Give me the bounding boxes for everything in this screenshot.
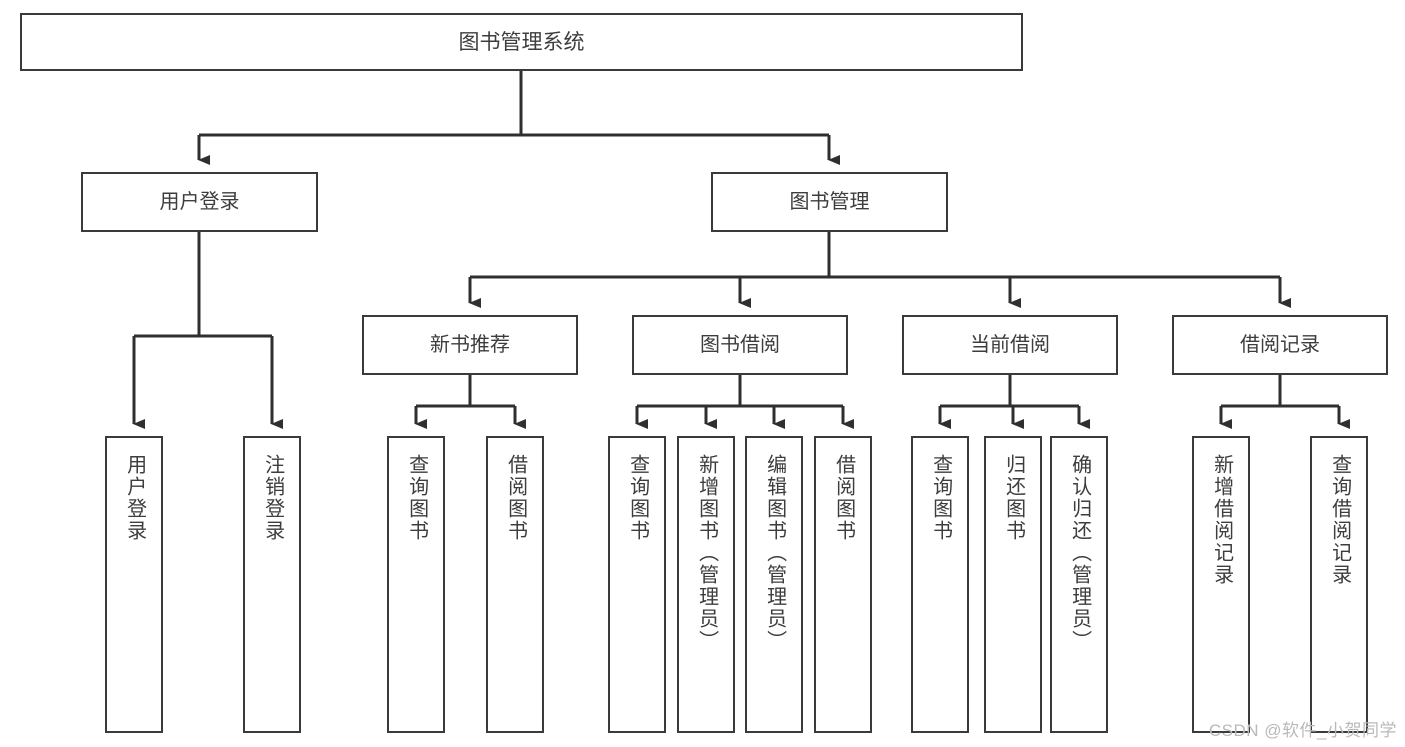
- leaf-query-borrow-record-label: 查询借阅记录: [1328, 454, 1351, 586]
- node-root-label: 图书管理系统: [458, 30, 585, 54]
- node-book-management[interactable]: 图书管理: [711, 172, 948, 232]
- leaf-query-book-3-label: 查询图书: [929, 454, 952, 542]
- node-new-book-recommend-label: 新书推荐: [430, 334, 510, 356]
- leaf-confirm-return-label: 确认归还（管理员）: [1068, 454, 1091, 652]
- node-book-borrow-label: 图书借阅: [700, 334, 780, 356]
- node-current-borrow-label: 当前借阅: [970, 334, 1050, 356]
- leaf-add-book[interactable]: 新增图书（管理员）: [677, 436, 735, 733]
- node-book-management-label: 图书管理: [789, 191, 870, 213]
- node-root[interactable]: 图书管理系统: [20, 13, 1023, 71]
- node-user-login[interactable]: 用户登录: [81, 172, 318, 232]
- leaf-edit-book-label: 编辑图书（管理员）: [763, 454, 786, 652]
- leaf-query-borrow-record[interactable]: 查询借阅记录: [1310, 436, 1368, 733]
- leaf-return-book-label: 归还图书: [1002, 454, 1025, 542]
- leaf-query-book-2-label: 查询图书: [626, 454, 649, 542]
- leaf-add-borrow-record-label: 新增借阅记录: [1210, 454, 1233, 586]
- node-borrow-records[interactable]: 借阅记录: [1172, 315, 1388, 375]
- node-user-login-label: 用户登录: [159, 191, 240, 213]
- node-borrow-records-label: 借阅记录: [1240, 334, 1320, 356]
- leaf-query-book-1-label: 查询图书: [405, 454, 428, 542]
- leaf-user-logout[interactable]: 注销登录: [243, 436, 301, 733]
- leaf-edit-book[interactable]: 编辑图书（管理员）: [745, 436, 803, 733]
- leaf-return-book[interactable]: 归还图书: [984, 436, 1042, 733]
- leaf-user-logout-label: 注销登录: [261, 454, 284, 542]
- leaf-confirm-return[interactable]: 确认归还（管理员）: [1050, 436, 1108, 733]
- leaf-borrow-book-2[interactable]: 借阅图书: [814, 436, 872, 733]
- leaf-add-book-label: 新增图书（管理员）: [695, 454, 718, 652]
- leaf-user-login-label: 用户登录: [123, 454, 146, 542]
- leaf-add-borrow-record[interactable]: 新增借阅记录: [1192, 436, 1250, 733]
- leaf-query-book-1[interactable]: 查询图书: [387, 436, 445, 733]
- node-new-book-recommend[interactable]: 新书推荐: [362, 315, 578, 375]
- node-book-borrow[interactable]: 图书借阅: [632, 315, 848, 375]
- leaf-borrow-book-1[interactable]: 借阅图书: [486, 436, 544, 733]
- leaf-query-book-2[interactable]: 查询图书: [608, 436, 666, 733]
- leaf-borrow-book-2-label: 借阅图书: [832, 454, 855, 542]
- leaf-query-book-3[interactable]: 查询图书: [911, 436, 969, 733]
- leaf-borrow-book-1-label: 借阅图书: [504, 454, 527, 542]
- leaf-user-login[interactable]: 用户登录: [105, 436, 163, 733]
- node-current-borrow[interactable]: 当前借阅: [902, 315, 1118, 375]
